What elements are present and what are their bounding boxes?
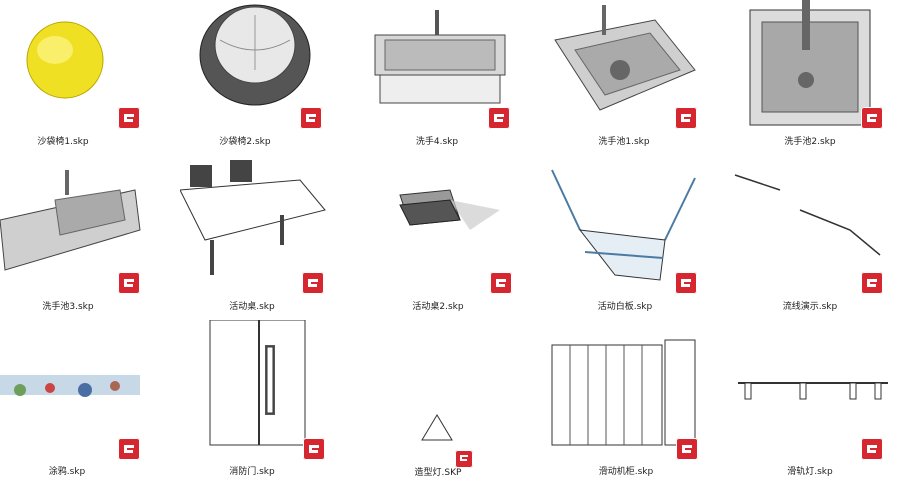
cabinet-thumbnail <box>551 339 696 446</box>
sketchup-file-icon <box>118 438 140 460</box>
sketchup-file-icon <box>675 107 697 129</box>
whiteboard-thumbnail <box>551 169 696 281</box>
file-item[interactable]: 涂鸦.skp <box>0 320 180 480</box>
file-name: 涂鸦.skp <box>48 467 86 477</box>
egg-chair-thumbnail <box>199 4 311 106</box>
file-item[interactable]: 活动白板.skp <box>540 160 720 320</box>
file-item[interactable]: 活动桌.skp <box>180 160 360 320</box>
decorative-lamp-thumbnail <box>421 414 453 441</box>
track-light-thumbnail <box>738 382 888 400</box>
file-item[interactable]: 消防门.skp <box>180 320 360 480</box>
file-name: 洗手池2.skp <box>784 137 836 147</box>
file-item[interactable]: 流线演示.skp <box>720 160 900 320</box>
file-item[interactable]: 洗手4.skp <box>360 0 540 160</box>
file-name: 洗手池1.skp <box>598 137 650 147</box>
file-item[interactable]: 洗手池1.skp <box>540 0 720 160</box>
sketchup-file-icon <box>302 272 324 294</box>
sketchup-file-icon <box>303 438 325 460</box>
file-name: 消防门.skp <box>229 467 275 477</box>
fire-door-thumbnail <box>209 320 306 446</box>
file-item[interactable]: 滑动机柜.skp <box>540 320 720 480</box>
file-item[interactable]: 沙袋椅1.skp <box>0 0 180 160</box>
sketchup-file-icon <box>118 107 140 129</box>
file-item[interactable]: 活动桌2.skp <box>360 160 540 320</box>
file-name: 流线演示.skp <box>782 302 838 312</box>
sink-thumbnail <box>554 5 696 111</box>
file-name: 沙袋椅2.skp <box>219 137 271 147</box>
file-item[interactable]: 沙袋椅2.skp <box>180 0 360 160</box>
sketchup-file-icon <box>488 107 510 129</box>
file-name: 滑动机柜.skp <box>598 467 654 477</box>
flowline-thumbnail <box>734 174 881 256</box>
file-name: 洗手池3.skp <box>42 302 94 312</box>
graffiti-thumbnail <box>0 375 140 397</box>
sketchup-file-icon <box>490 272 512 294</box>
sketchup-file-icon <box>861 272 883 294</box>
sketchup-file-icon <box>676 438 698 460</box>
sketchup-file-icon <box>675 272 697 294</box>
sink-thumbnail <box>374 10 506 104</box>
sketchup-file-icon <box>861 107 883 129</box>
file-item[interactable]: 洗手池2.skp <box>720 0 900 160</box>
sketchup-file-icon <box>118 272 140 294</box>
file-name: 活动桌.skp <box>229 302 275 312</box>
file-name: 沙袋椅1.skp <box>37 137 89 147</box>
sketchup-file-icon <box>455 450 473 468</box>
file-item[interactable]: 滑轨灯.skp <box>720 320 900 480</box>
sketchup-file-icon <box>300 107 322 129</box>
sink-thumbnail <box>749 0 871 126</box>
desk-thumbnail <box>180 160 326 275</box>
desk-thumbnail <box>399 189 500 230</box>
double-sink-thumbnail <box>0 170 141 271</box>
file-name: 洗手4.skp <box>415 137 459 147</box>
file-name: 滑轨灯.skp <box>787 467 833 477</box>
file-item[interactable]: 造型灯.SKP <box>360 320 540 480</box>
file-name: 活动桌2.skp <box>412 302 464 312</box>
file-name: 造型灯.SKP <box>414 468 462 478</box>
file-name: 活动白板.skp <box>597 302 653 312</box>
yellow-beanbag-thumbnail <box>26 21 104 99</box>
file-item[interactable]: 洗手池3.skp <box>0 160 180 320</box>
sketchup-file-icon <box>861 438 883 460</box>
